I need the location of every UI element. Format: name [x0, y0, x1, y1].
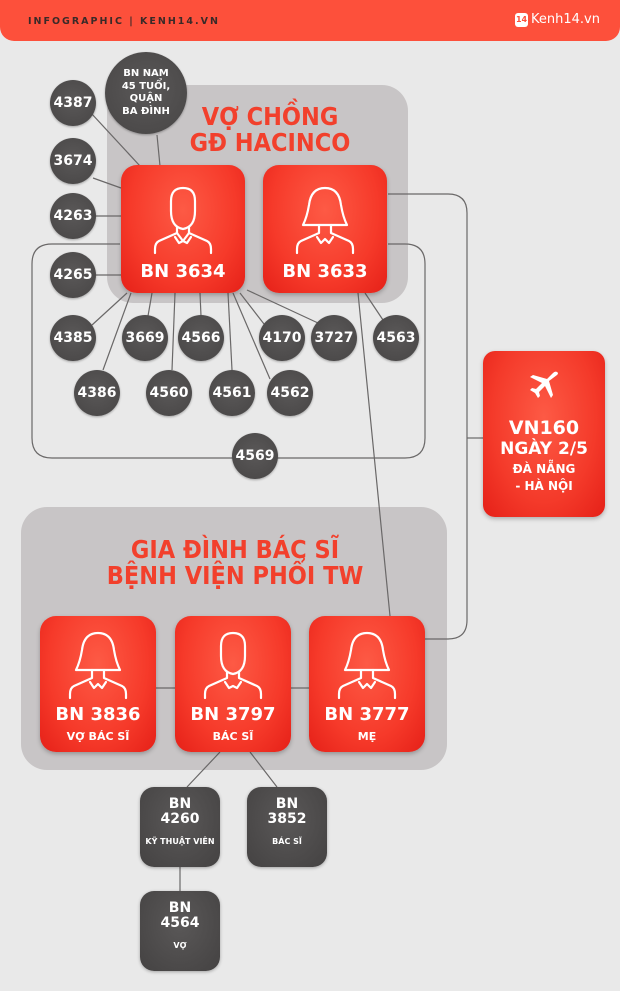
male-person-icon: [203, 631, 263, 700]
contact-circle[interactable]: 4265: [50, 252, 96, 298]
patient-role: BÁC SĨ: [212, 730, 254, 743]
bn-role: KỸ THUẬT VIÊN: [145, 837, 215, 846]
logo-text: Kenh14.vn: [531, 12, 600, 27]
kenh14-logo[interactable]: 14 Kenh14.vn: [515, 12, 600, 27]
female-person-icon: [68, 631, 128, 700]
bn-label: BN: [168, 796, 192, 812]
flight-route-1: ĐÀ NẴNG: [512, 462, 576, 476]
bn-label: BN: [168, 900, 192, 916]
group-hacinco-title: VỢ CHỒNG GĐ HACINCO: [160, 102, 380, 158]
contact-circle[interactable]: 4561: [209, 370, 255, 416]
group-doctor-title: GIA ĐÌNH BÁC SĨ BỆNH VIỆN PHỔI TW: [40, 535, 430, 591]
patient-id: BN 3797: [190, 704, 276, 725]
title-line-1: GIA ĐÌNH BÁC SĨ: [130, 535, 340, 564]
patient-card-bn3633[interactable]: BN 3633: [263, 165, 387, 293]
male-person-icon: [153, 186, 213, 255]
patient-card-bn3634[interactable]: BN 3634: [121, 165, 245, 293]
kenh14-badge-icon: 14: [515, 12, 529, 27]
header-bar: INFOGRAPHIC | KENH14.VN 14 Kenh14.vn: [0, 0, 620, 41]
bn-number: 4260: [160, 811, 200, 827]
female-person-icon: [295, 186, 355, 255]
contact-circle[interactable]: 4263: [50, 193, 96, 239]
patient-role: MẸ: [357, 730, 377, 743]
patient-card-bn3836[interactable]: BN 3836 VỢ BÁC SĨ: [40, 616, 156, 752]
female-person-icon: [337, 631, 397, 700]
origin-line-3: QUẬN: [129, 93, 163, 104]
patient-id: BN 3777: [324, 704, 410, 725]
bn-role: VỢ: [173, 941, 187, 950]
patient-role: VỢ BÁC SĨ: [66, 730, 130, 743]
title-line-2: BỆNH VIỆN PHỔI TW: [106, 561, 364, 591]
contact-circle[interactable]: 4563: [373, 315, 419, 361]
contact-circle[interactable]: 4386: [74, 370, 120, 416]
contact-circle[interactable]: 4560: [146, 370, 192, 416]
patient-card-bn4564[interactable]: BN 4564 VỢ: [140, 891, 220, 971]
airplane-icon: [530, 371, 558, 398]
contact-circle[interactable]: 4562: [267, 370, 313, 416]
patient-card-bn4260[interactable]: BN 4260 KỸ THUẬT VIÊN: [140, 787, 220, 867]
origin-line-1: BN NAM: [123, 68, 169, 79]
title-line-2: GĐ HACINCO: [189, 128, 351, 158]
patient-card-bn3852[interactable]: BN 3852 BÁC SĨ: [247, 787, 327, 867]
contact-circle[interactable]: 3727: [311, 315, 357, 361]
patient-id: BN 3836: [55, 704, 141, 725]
bn-number: 4564: [160, 915, 200, 931]
bn-number: 3852: [267, 811, 307, 827]
flight-card[interactable]: VN160 NGÀY 2/5 ĐÀ NẴNG - HÀ NỘI: [483, 351, 605, 517]
patient-card-bn3797[interactable]: BN 3797 BÁC SĨ: [175, 616, 291, 752]
contact-circle[interactable]: 4170: [259, 315, 305, 361]
title-line-1: VỢ CHỒNG: [201, 102, 339, 131]
contact-circle[interactable]: 4569: [232, 433, 278, 479]
contact-circle[interactable]: 4387: [50, 80, 96, 126]
patient-id: BN 3634: [140, 261, 226, 282]
flight-date: NGÀY 2/5: [500, 439, 588, 459]
origin-line-4: BA ĐÌNH: [122, 105, 170, 117]
contact-circle[interactable]: 4385: [50, 315, 96, 361]
flight-code: VN160: [508, 417, 580, 439]
contact-origin-bn-nam[interactable]: BN NAM 45 TUỔI, QUẬN BA ĐÌNH: [105, 52, 187, 134]
header-title: INFOGRAPHIC | KENH14.VN: [28, 16, 220, 27]
origin-line-2: 45 TUỔI,: [121, 80, 171, 92]
flight-route-2: - HÀ NỘI: [515, 479, 573, 493]
bn-label: BN: [275, 796, 299, 812]
contact-circle[interactable]: 3669: [122, 315, 168, 361]
contact-circle[interactable]: 3674: [50, 138, 96, 184]
patient-card-bn3777[interactable]: BN 3777 MẸ: [309, 616, 425, 752]
contact-circle[interactable]: 4566: [178, 315, 224, 361]
patient-id: BN 3633: [282, 261, 368, 282]
bn-role: BÁC SĨ: [272, 837, 302, 846]
